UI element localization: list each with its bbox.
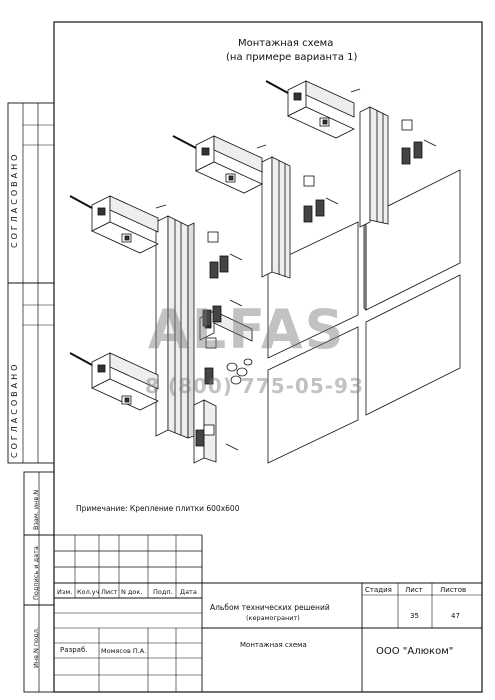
watermark-phone: 8 (800) 775-05-93 <box>145 374 364 398</box>
sheets-label: Листов <box>440 586 467 594</box>
drawing-subtitle: (на примере варианта 1) <box>226 52 358 63</box>
sign-date-label: Подпись и дата <box>32 546 40 600</box>
stage-label: Стадия <box>365 586 392 594</box>
inv-orig-label: Инв.N подл. <box>32 627 40 668</box>
stamp-header-count: Кол.уч <box>77 588 100 596</box>
stamp-header-sheet: Лист <box>101 588 118 596</box>
album-title: Альбом технических решений <box>210 603 330 612</box>
stamp-header-change: Изм. <box>57 588 73 596</box>
company-name: ООО "Алюком" <box>376 646 454 657</box>
watermark-brand: ALFAS <box>148 298 346 361</box>
stamp-header-doc: N док. <box>121 588 143 596</box>
agreed-label-bottom: СОГЛАСОВАНО <box>10 361 19 458</box>
developer-name: Момясов П.А. <box>101 647 147 655</box>
inv-replace-label: Взам. инв.N <box>32 489 40 530</box>
sheets-total: 47 <box>451 612 460 620</box>
developed-label: Разраб. <box>60 646 88 654</box>
sheet-label: Лист <box>405 586 423 594</box>
agreed-label-top: СОГЛАСОВАНО <box>10 151 19 248</box>
album-subtitle: (керамогранит) <box>246 614 300 622</box>
drawing-title: Монтажная схема <box>238 38 334 49</box>
sheet-title: Монтажная схема <box>240 641 307 649</box>
stamp-header-date: Дата <box>180 588 197 596</box>
stamp-header-sign: Подп. <box>153 588 173 596</box>
drawing-note: Примечание: Крепление плитки 600х600 <box>76 504 240 513</box>
sheet-number: 35 <box>410 612 419 620</box>
